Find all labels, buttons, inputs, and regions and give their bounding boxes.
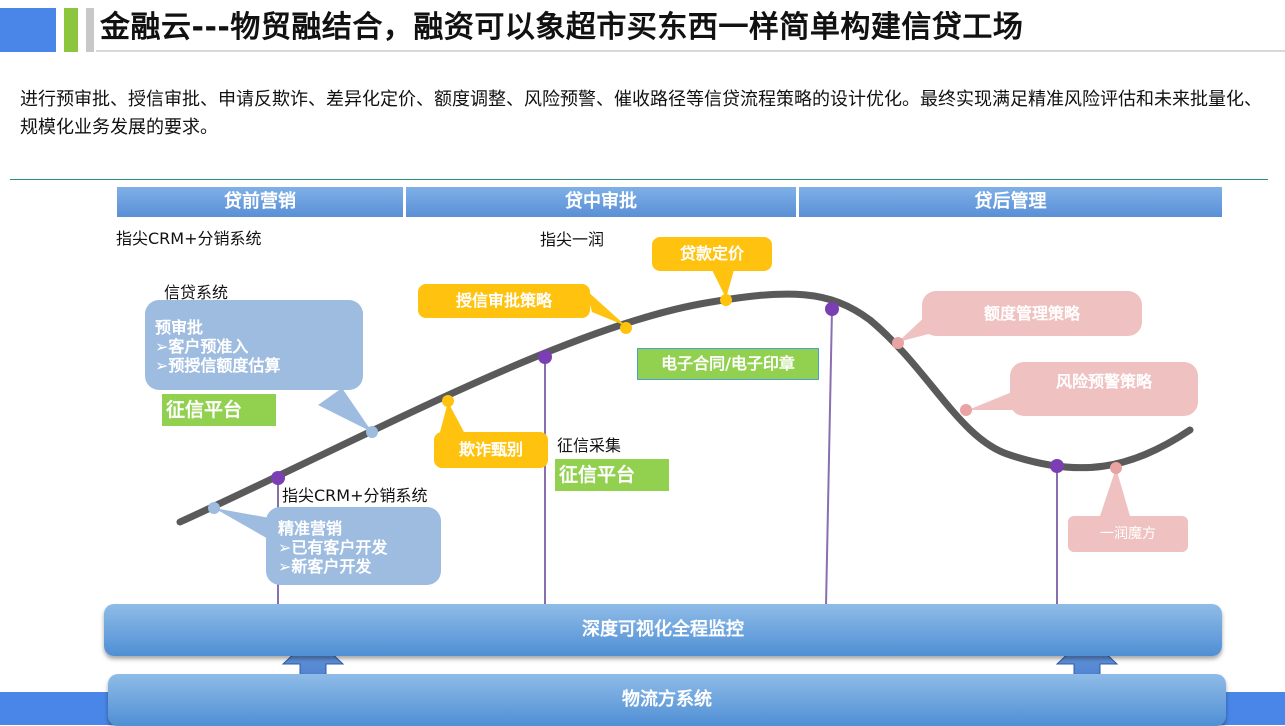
callout-title: 预审批: [155, 318, 204, 337]
curve-dot: [1110, 462, 1122, 474]
tag-credit-platform-2: 征信平台: [555, 459, 669, 491]
curve-dot: [271, 471, 285, 485]
curve-dot: [720, 294, 732, 306]
bar-monitoring: 深度可视化全程监控: [104, 604, 1222, 656]
curve-dot: [442, 395, 454, 407]
header-accent-blue: [0, 8, 56, 52]
callout-item: ➢预授信额度估算: [155, 356, 281, 375]
label-credit-collect: 征信采集: [557, 436, 622, 455]
tag-loan-pricing: 贷款定价: [652, 237, 772, 271]
label-crm-top: 指尖CRM+分销系统: [116, 229, 262, 248]
callout-item: ➢已有客户开发: [278, 538, 388, 557]
intro-text: 进行预审批、授信审批、申请反欺诈、差异化定价、额度调整、风险预警、催收路径等信贷…: [20, 89, 1262, 138]
tag-e-contract: 电子合同/电子印章: [637, 348, 819, 380]
curve-dot: [892, 337, 904, 349]
curve-dot: [620, 322, 632, 334]
tag-fraud-detection: 欺诈甄别: [434, 432, 548, 468]
label-crm-bottom: 指尖CRM+分销系统: [282, 486, 428, 505]
label-credit-system: 信贷系统: [164, 283, 229, 302]
callout-pre-approval: 预审批 ➢客户预准入 ➢预授信额度估算: [145, 300, 363, 390]
callout-title: 精准营销: [278, 519, 343, 538]
tag-credit-platform-1: 征信平台: [162, 394, 276, 426]
callout-precision-marketing: 精准营销 ➢已有客户开发 ➢新客户开发: [266, 507, 441, 585]
callout-item: ➢客户预准入: [155, 337, 249, 356]
curve-dot: [538, 350, 552, 364]
curve-dot: [825, 302, 839, 316]
header-accent-green: [64, 8, 78, 52]
callout-pointer: [586, 290, 626, 326]
callout-pointer: [318, 388, 372, 432]
curve-dot: [366, 426, 378, 438]
curve-dot: [1050, 459, 1064, 473]
callout-pointer: [968, 392, 1012, 410]
callout-limit-strategy: 额度管理策略: [922, 291, 1142, 336]
phase-post-loan: 贷后管理: [799, 187, 1222, 217]
callout-pointer: [440, 402, 464, 432]
stem-line: [825, 308, 833, 607]
callout-risk-warning: 风险预警策略: [1010, 362, 1198, 416]
header-accent-gray: [86, 8, 94, 52]
divider: [10, 179, 1268, 180]
callout-rubik: 一润魔方: [1068, 516, 1188, 552]
curve-dot: [960, 404, 972, 416]
callout-pointer: [214, 508, 270, 540]
label-yirun: 指尖一润: [540, 230, 605, 249]
phase-pre-loan: 贷前营销: [117, 187, 403, 217]
callout-pointer: [1100, 468, 1130, 516]
bar-logistics: 物流方系统: [108, 674, 1226, 726]
header-underline: [96, 50, 1285, 52]
callout-item: ➢新客户开发: [278, 557, 372, 576]
page-title: 金融云---物贸融结合，融资可以象超市买东西一样简单构建信贷工场: [100, 10, 1024, 45]
curve-dot: [208, 502, 220, 514]
tag-credit-approval-strategy: 授信审批策略: [418, 284, 590, 318]
callout-pointer: [712, 270, 734, 298]
phase-in-loan: 贷中审批: [406, 187, 796, 217]
